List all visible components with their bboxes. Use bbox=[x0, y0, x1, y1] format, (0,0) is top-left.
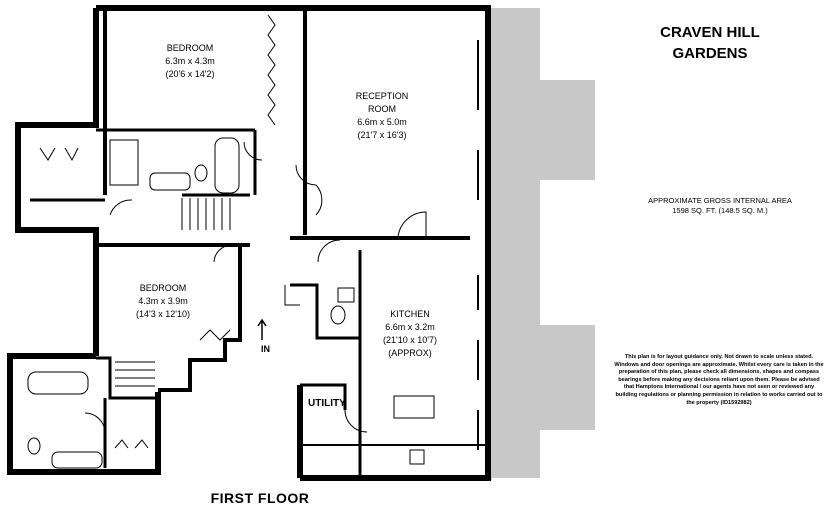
kitchen-name: KITCHEN bbox=[390, 309, 430, 319]
bedroom1-imperial: (20'6 x 14'2) bbox=[165, 69, 215, 79]
utility-label: UTILITY bbox=[308, 398, 346, 409]
gross-area-value: 1598 SQ. FT. (148.5 SQ. M.) bbox=[672, 206, 768, 215]
bedroom2-label: BEDROOM 4.3m x 3.9m (14'3 x 12'10) bbox=[123, 282, 203, 321]
bedroom1-metric: 6.3m x 4.3m bbox=[165, 56, 215, 66]
kitchen-note: (APPROX) bbox=[388, 348, 432, 358]
bedroom2-metric: 4.3m x 3.9m bbox=[138, 296, 188, 306]
bedroom2-name: BEDROOM bbox=[139, 283, 187, 293]
bedroom1-name: BEDROOM bbox=[166, 43, 214, 53]
property-name-line2: GARDENS bbox=[672, 45, 748, 62]
reception-name-line1: RECEPTION bbox=[355, 91, 409, 101]
kitchen-imperial: (21'10 x 10'7) bbox=[383, 335, 437, 345]
bedroom2-imperial: (14'3 x 12'10) bbox=[136, 309, 190, 319]
reception-metric: 6.6m x 5.0m bbox=[357, 117, 407, 127]
gross-area-heading: APPROXIMATE GROSS INTERNAL AREA bbox=[648, 196, 792, 205]
terrace-area bbox=[488, 8, 595, 250]
entrance-label: IN bbox=[261, 344, 270, 354]
property-name-line1: CRAVEN HILL bbox=[660, 24, 760, 41]
kitchen-label: KITCHEN 6.6m x 3.2m (21'10 x 10'7) (APPR… bbox=[370, 308, 450, 360]
bedroom1-label: BEDROOM 6.3m x 4.3m (20'6 x 14'2) bbox=[150, 42, 230, 81]
property-title: CRAVEN HILL GARDENS bbox=[600, 22, 820, 64]
kitchen-metric: 6.6m x 3.2m bbox=[385, 322, 435, 332]
reception-name-line2: ROOM bbox=[368, 104, 396, 114]
reception-label: RECEPTION ROOM 6.6m x 5.0m (21'7 x 16'3) bbox=[342, 90, 422, 142]
walls bbox=[7, 5, 491, 481]
terrace-area-lower bbox=[490, 250, 595, 478]
floor-label: FIRST FLOOR bbox=[210, 490, 310, 506]
reception-imperial: (21'7 x 16'3) bbox=[357, 130, 407, 140]
gross-area: APPROXIMATE GROSS INTERNAL AREA 1598 SQ.… bbox=[600, 196, 840, 216]
disclaimer-text: This plan is for layout guidance only. N… bbox=[614, 354, 824, 406]
